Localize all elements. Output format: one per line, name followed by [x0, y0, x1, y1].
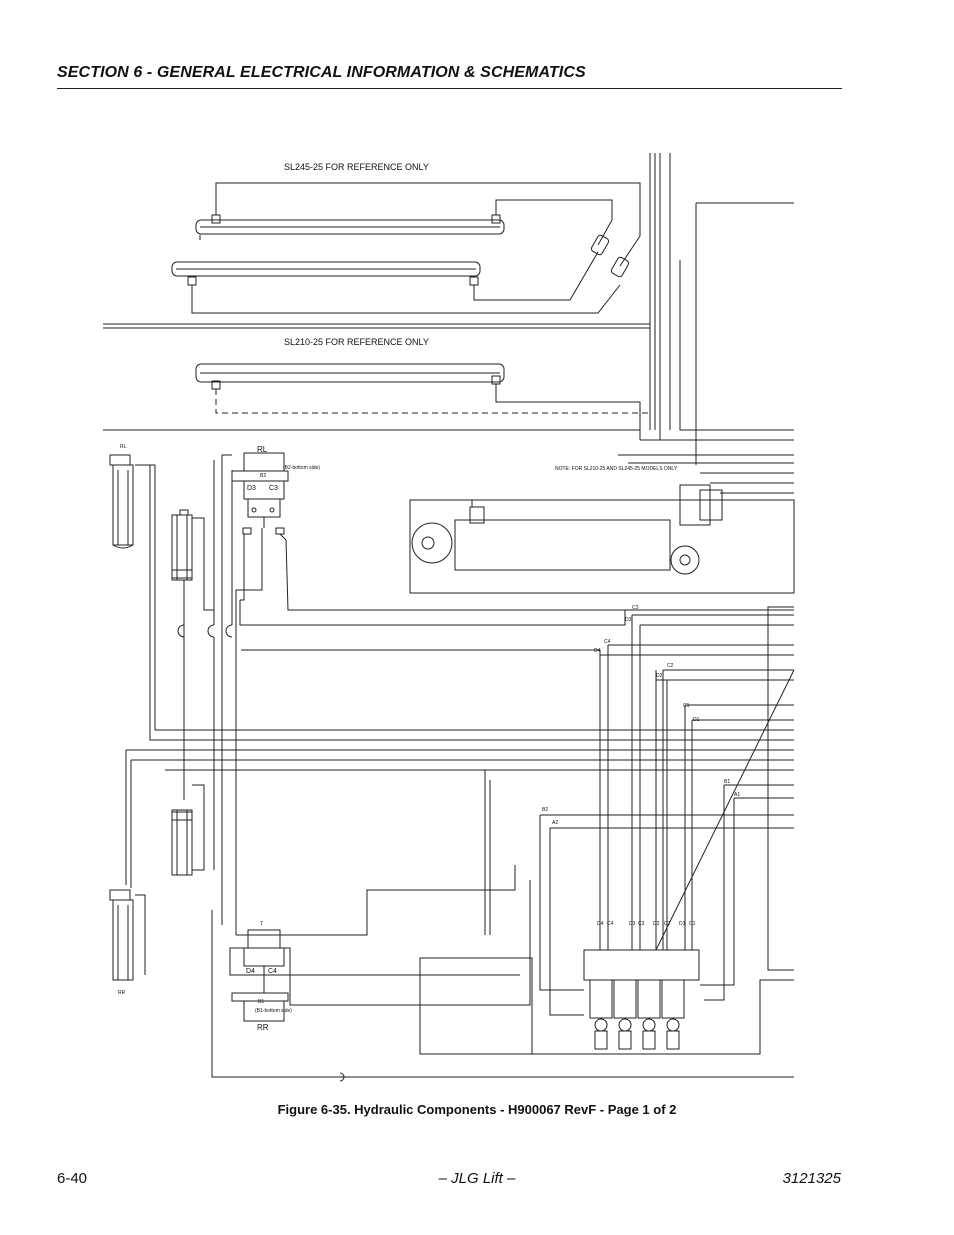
sl245-cylinder-lower — [171, 261, 481, 286]
d3-port-label: D3 — [247, 485, 256, 492]
figure-caption: Figure 6-35. Hydraulic Components - H900… — [277, 1102, 677, 1117]
line-label-d1: D1 — [693, 717, 700, 723]
b1-port-label: B1 — [258, 999, 264, 1005]
port-label-d1: D1 — [679, 921, 686, 927]
line-label-b2: B2 — [542, 807, 548, 813]
rl-left-cylinder — [109, 454, 134, 549]
footer-brand: – JLG Lift – — [438, 1170, 516, 1187]
rl-valve-label: RL — [257, 445, 268, 454]
port-label-d2: D2 — [653, 921, 660, 927]
valve-port-labels: D4 C4 D3 C3 D2 C2 D1 C1 — [597, 921, 696, 927]
sl210-label: SL210-25 FOR REFERENCE ONLY — [284, 337, 429, 347]
port-label-d4: D4 — [597, 921, 604, 927]
note-text: NOTE: FOR SL210-25 AND SL245-25 MODELS O… — [555, 466, 678, 472]
rl-valve — [231, 452, 289, 535]
b2-port-label: B2 — [260, 473, 266, 479]
sl210-cylinder — [195, 363, 505, 390]
rr-left-cylinder — [109, 889, 134, 981]
sl245-cylinder-upper — [195, 214, 505, 240]
line-label-c4: C4 — [604, 639, 611, 645]
left-lower-cylinder — [171, 809, 193, 876]
main-lift-cylinder — [409, 484, 795, 594]
sl245-label: SL245-25 FOR REFERENCE ONLY — [284, 162, 429, 172]
line-label-d2: D2 — [656, 673, 663, 679]
line-label-d4: D4 — [594, 648, 601, 654]
section-title: SECTION 6 - GENERAL ELECTRICAL INFORMATI… — [57, 64, 586, 81]
line-label-c3: C3 — [632, 605, 639, 611]
b1-bottom-label: (B1-bottom side) — [255, 1008, 292, 1014]
line-label-c2: C2 — [667, 663, 674, 669]
port-label-c4: C4 — [607, 921, 614, 927]
line-label-d3: D3 — [625, 617, 632, 623]
line-label-c1: C1 — [683, 703, 690, 709]
port-label-d3: D3 — [629, 921, 636, 927]
c3-port-label: C3 — [269, 485, 278, 492]
rl-small-label: RL — [120, 444, 127, 450]
document-number: 3121325 — [782, 1170, 841, 1187]
left-mid-cylinder — [171, 509, 193, 581]
rr-small-label: RR — [118, 990, 126, 996]
c4-port-label: C4 — [268, 968, 277, 975]
line-label-a1: A1 — [734, 792, 740, 798]
d4-port-label: D4 — [246, 968, 255, 975]
b2-bottom-label: (B2-bottom side) — [283, 465, 320, 471]
rr-valve — [231, 929, 289, 1022]
control-valve-bank — [583, 949, 700, 1050]
t-port-label: T — [260, 921, 263, 927]
port-label-c3: C3 — [638, 921, 645, 927]
page-number: 6-40 — [57, 1170, 88, 1187]
port-label-c1: C1 — [689, 921, 696, 927]
port-label-c2: C2 — [664, 921, 671, 927]
line-label-b1: B1 — [724, 779, 730, 785]
header-divider — [57, 88, 842, 89]
line-label-a2: A2 — [552, 820, 558, 826]
rr-valve-label: RR — [257, 1023, 269, 1032]
